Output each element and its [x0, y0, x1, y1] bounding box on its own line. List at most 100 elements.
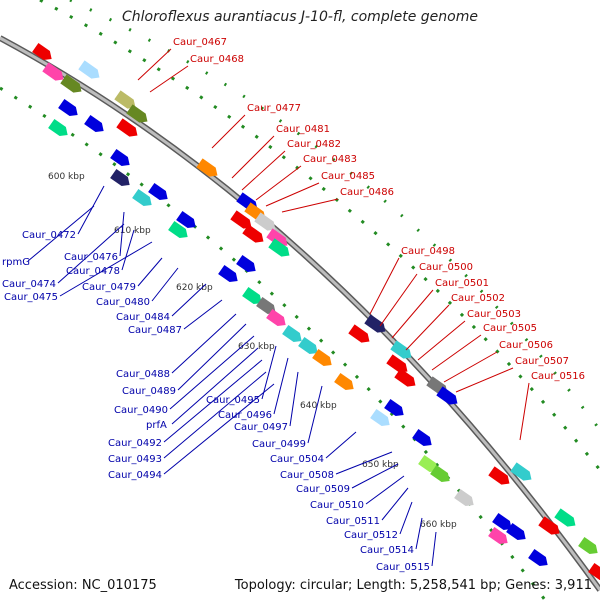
bottom-gene-label-22: Caur_0504: [270, 454, 324, 465]
bottom-gene-label-24: Caur_0509: [296, 484, 350, 495]
top-gene-label-15: Caur_0506: [499, 340, 553, 351]
gene-feature-42: [384, 398, 404, 417]
top-gene-label-6: Caur_0483: [303, 154, 357, 165]
top-leader-12: [405, 304, 450, 351]
bottom-gene-label-6: Caur_0475: [4, 292, 58, 303]
gene-feature-28: [256, 296, 276, 315]
top-gene-label-16: Caur_0507: [515, 356, 569, 367]
gene-feature-25: [218, 264, 238, 283]
gene-feature-38: [394, 368, 416, 387]
gene-feature-34: [348, 324, 370, 343]
gene-feature-22: [242, 224, 264, 243]
bottom-leader-2: [27, 205, 95, 262]
gene-feature-48: [510, 462, 532, 481]
gene-feature-9: [126, 104, 148, 123]
bottom-leader-8: [151, 267, 179, 302]
bottom-gene-label-18: Caur_0495: [206, 395, 260, 406]
bottom-leader-5: [121, 229, 135, 271]
gene-feature-13: [132, 188, 152, 207]
scale-label-3: 620 kbp: [176, 283, 213, 293]
bottom-gene-label-27: Caur_0512: [344, 530, 398, 541]
gene-feature-27: [242, 286, 262, 305]
gene-feature-26: [236, 254, 256, 273]
gene-feature-33: [334, 372, 354, 391]
top-leader-1: [137, 48, 172, 81]
gene-feature-6: [84, 114, 104, 133]
gene-feature-23: [266, 228, 288, 247]
gene-feature-44: [418, 454, 438, 473]
top-leader-15: [443, 351, 498, 383]
gene-feature-40: [436, 386, 458, 405]
bottom-gene-label-7: Caur_0479: [82, 282, 136, 293]
scale-label-5: 640 kbp: [300, 401, 337, 411]
top-leader-16: [455, 367, 514, 393]
bottom-leader-25: [365, 475, 405, 505]
gene-feature-5: [58, 98, 78, 117]
top-leader-9: [369, 257, 400, 315]
gene-feature-36: [390, 340, 412, 359]
gene-feature-16: [168, 220, 188, 239]
gene-feature-47: [488, 466, 510, 485]
bottom-leader-12: [177, 323, 247, 391]
gene-feature-24: [268, 238, 290, 257]
top-leader-7: [265, 182, 320, 207]
bottom-gene-label-4: Caur_0474: [2, 279, 56, 290]
top-leader-2: [149, 65, 189, 93]
top-gene-label-10: Caur_0500: [419, 262, 473, 273]
top-gene-label-8: Caur_0486: [340, 187, 394, 198]
bottom-gene-label-3: Caur_0476: [64, 252, 118, 263]
gene-feature-17: [196, 158, 218, 177]
bottom-leader-24: [351, 463, 399, 489]
tick-track-1: [39, 0, 600, 471]
gene-feature-4: [78, 60, 100, 79]
gene-feature-51: [506, 522, 526, 541]
bottom-leader-17: [163, 383, 275, 475]
bottom-leader-10: [183, 299, 223, 330]
bottom-leader-21: [307, 385, 323, 444]
gene-feature-8: [114, 90, 136, 109]
top-gene-label-13: Caur_0503: [467, 309, 521, 320]
gene-feature-35: [364, 314, 386, 333]
bottom-leader-15: [163, 359, 263, 443]
top-gene-label-11: Caur_0501: [435, 278, 489, 289]
top-gene-label-17: Caur_0516: [531, 371, 585, 382]
bottom-gene-label-23: Caur_0508: [280, 470, 334, 481]
gene-feature-1: [32, 42, 52, 61]
backbone-arc: [0, 36, 600, 591]
top-leader-8: [281, 198, 339, 213]
bottom-gene-label-10: Caur_0487: [128, 325, 182, 336]
bottom-gene-label-12: Caur_0489: [122, 386, 176, 397]
gene-feature-21: [230, 210, 252, 229]
top-gene-label-5: Caur_0482: [287, 139, 341, 150]
bottom-gene-label-16: Caur_0493: [108, 454, 162, 465]
bottom-gene-label-21: Caur_0499: [252, 439, 306, 450]
scale-label-1: 600 kbp: [48, 172, 85, 182]
top-gene-label-9: Caur_0498: [401, 246, 455, 257]
bottom-gene-label-29: Caur_0515: [376, 562, 430, 573]
gene-feature-7: [48, 118, 68, 137]
gene-feature-53: [554, 508, 576, 527]
top-gene-label-14: Caur_0505: [483, 323, 537, 334]
bottom-gene-label-19: Caur_0496: [218, 410, 272, 421]
gene-feature-54: [528, 548, 548, 567]
bottom-leader-7: [137, 257, 163, 287]
gene-feature-20: [254, 212, 276, 231]
bottom-leader-29: [431, 531, 437, 567]
bottom-gene-label-11: Caur_0488: [116, 369, 170, 380]
scale-label-4: 630 kbp: [238, 342, 275, 352]
genome-title: Chloroflexus aurantiacus J-10-fl, comple…: [122, 9, 478, 25]
gene-feature-45: [430, 464, 450, 483]
bottom-gene-label-28: Caur_0514: [360, 545, 414, 556]
gene-feature-2: [42, 62, 64, 81]
bottom-gene-label-20: Caur_0497: [234, 422, 288, 433]
gene-feature-10: [116, 118, 138, 137]
gene-feature-55: [578, 536, 598, 555]
bottom-gene-label-2: rpmG: [2, 257, 30, 268]
bottom-leader-4: [57, 223, 125, 284]
bottom-leader-26: [381, 487, 409, 521]
top-leader-5: [241, 150, 286, 191]
gene-feature-3: [60, 74, 82, 93]
gene-feature-32: [312, 348, 332, 367]
bottom-leader-13: [169, 335, 255, 410]
